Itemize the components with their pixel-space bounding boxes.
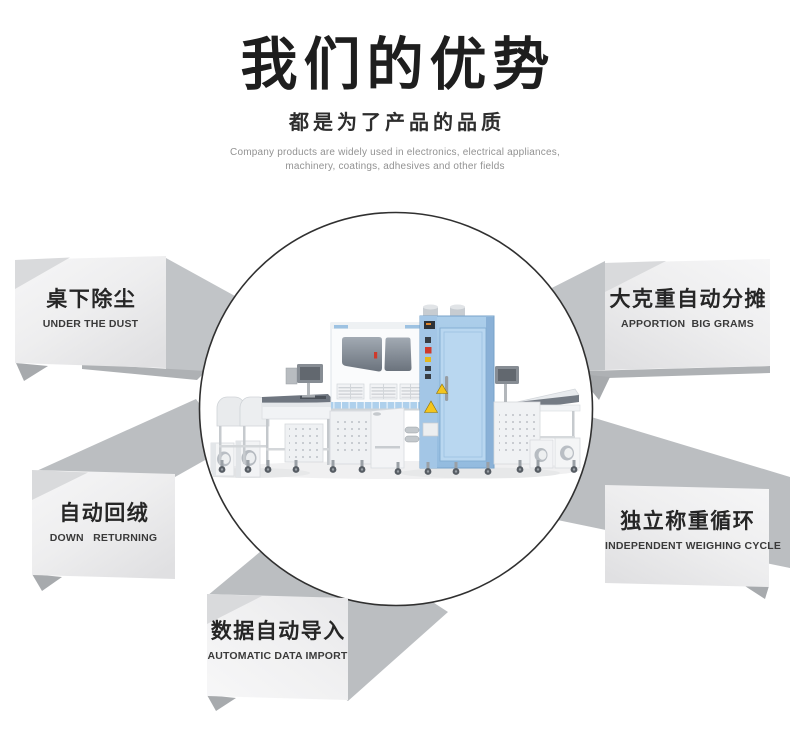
page-title: 我们的优势 <box>240 33 556 97</box>
ribbon-strip-top-right <box>576 366 770 379</box>
feature-middle-right: 独立称重循环 INDEPENDENT WEIGHING CYCLE <box>605 509 782 552</box>
feature-top-left: 桌下除尘 UNDER THE DUST <box>15 287 166 330</box>
feature-middle-left: 自动回绒 DOWN RETURNING <box>32 501 175 544</box>
ribbon-face-top-right <box>605 259 770 370</box>
feature-bottom-center: 数据自动导入 AUTOMATIC DATA IMPORT <box>207 619 348 662</box>
feature-en-label: APPORTION BIG GRAMS <box>621 318 754 330</box>
page-description-line1: Company products are widely used in elec… <box>230 147 560 158</box>
front-boxes <box>329 407 420 469</box>
feature-en-label: DOWN RETURNING <box>49 532 158 544</box>
ribbon-face-middle-left <box>32 470 175 579</box>
casters <box>218 460 578 475</box>
white-cabinet <box>330 322 423 411</box>
right-filter-boxes <box>529 437 581 469</box>
feature-en-label: AUTOMATIC DATA IMPORT <box>207 650 348 662</box>
page-subtitle: 都是为了产品的品质 <box>289 112 505 134</box>
ribbon-faces <box>15 256 770 700</box>
page-description: Company products are widely used in elec… <box>0 146 790 173</box>
right-monitor <box>495 366 519 402</box>
ribbon-fold-top-left <box>16 363 48 381</box>
warning-triangle-icon <box>423 400 439 413</box>
ribbon-face-fold-middle-left <box>32 470 88 500</box>
ribbon-face-bottom <box>207 594 348 700</box>
ribbon-fold-middle-right <box>741 583 769 599</box>
warning-triangle-icon <box>435 383 449 394</box>
ribbon-fold-bottom <box>207 695 236 711</box>
ribbon-face-top-left <box>15 256 166 368</box>
left-filter-boxes <box>210 440 261 478</box>
ribbon-face-fold-bottom <box>207 594 262 624</box>
feature-top-right: 大克重自动分摊 APPORTION BIG GRAMS <box>605 287 770 330</box>
feature-zh-label: 大克重自动分摊 <box>609 288 767 311</box>
ribbon-band-middle-left <box>32 399 230 477</box>
feature-zh-label: 数据自动导入 <box>210 620 346 643</box>
machine-illustration <box>201 304 581 479</box>
feature-zh-label: 独立称重循环 <box>620 510 756 533</box>
page-description-line2: machinery, coatings, adhesives and other… <box>285 160 505 172</box>
ribbon-face-fold-top-right <box>605 261 666 292</box>
left-conveyor-table <box>261 394 335 465</box>
left-monitor <box>285 364 323 398</box>
blue-cabinet <box>419 304 495 469</box>
feature-zh-label: 桌下除尘 <box>46 288 137 311</box>
ribbon-face-fold-top-left <box>15 257 70 289</box>
feature-en-label: INDEPENDENT WEIGHING CYCLE <box>605 540 782 552</box>
ribbon-face-middle-right <box>605 485 769 587</box>
feature-zh-label: 自动回绒 <box>59 502 150 525</box>
ribbon-fold-middle-left <box>32 574 62 591</box>
feature-en-label: UNDER THE DUST <box>42 318 139 330</box>
ribbon-strip-top-left <box>82 364 206 380</box>
